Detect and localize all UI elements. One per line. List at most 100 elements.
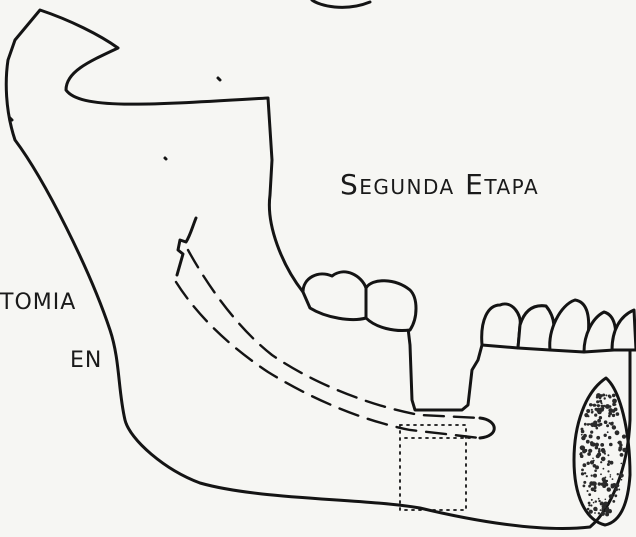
bone-stipple-dot	[594, 469, 597, 472]
bone-stipple-dot	[588, 449, 592, 453]
bone-stipple-dot	[612, 414, 615, 417]
bone-stipple-dot	[612, 425, 616, 429]
bone-stipple-dot	[584, 449, 587, 452]
mandible-outline	[6, 10, 630, 529]
bone-stipple-dot	[594, 414, 597, 417]
side-label-line-2: EN	[70, 348, 102, 373]
bone-stipple-dot	[586, 475, 588, 477]
bone-stipple-dot	[601, 402, 603, 404]
bone-stipple-dot	[593, 507, 597, 511]
bone-stipple-dot	[612, 394, 616, 398]
bone-stipple-dot	[607, 470, 609, 472]
bone-stipple-dot	[610, 474, 612, 476]
bone-stipple-dot	[600, 502, 603, 505]
bone-stipple-dot	[587, 490, 589, 492]
bone-stipple-dot	[589, 434, 593, 438]
bone-stipple-dot	[593, 464, 597, 468]
bone-stipple-dot	[598, 421, 600, 423]
bone-stipple-dot	[598, 498, 600, 500]
bone-stipple-dot	[602, 450, 606, 454]
bone-stipple-dot	[590, 431, 593, 434]
bone-stipple-dot	[609, 494, 613, 498]
bone-stipple-dot	[612, 500, 615, 503]
canal-end-cap	[480, 418, 494, 438]
bone-stipple-dot	[618, 441, 622, 445]
bone-stipple-dot	[614, 494, 617, 497]
bone-stipple-dot	[599, 416, 602, 419]
bone-stipple-dot	[598, 412, 600, 414]
bone-stipple-dot	[619, 449, 621, 451]
bone-stipple-dot	[581, 472, 584, 475]
bone-stipple-dot	[607, 454, 609, 456]
bone-stipple-dot	[622, 435, 626, 439]
bone-stipple-dot	[581, 428, 584, 431]
bone-stipple-dot	[612, 409, 616, 413]
bone-stipple-dot	[596, 393, 601, 398]
bone-stipple-dot	[596, 454, 600, 458]
bone-stipple-dot	[588, 504, 590, 506]
bone-stipple-dot	[587, 508, 590, 511]
bone-stipple-dot	[605, 499, 607, 501]
bone-stipple-dot	[602, 513, 604, 515]
bone-stipple-dot	[617, 473, 619, 475]
bone-stipple-dot	[584, 472, 586, 474]
bone-stipple-dot	[583, 481, 586, 484]
bone-stipple-dot	[598, 424, 601, 427]
bone-stipple-dot	[583, 485, 586, 488]
bone-stipple-dot	[609, 406, 611, 408]
bone-stipple-dot	[580, 454, 584, 458]
premolar-tooth-1	[482, 304, 521, 348]
bone-stipple-dot	[590, 441, 593, 444]
bone-stipple-dot	[622, 448, 626, 452]
bone-stipple-dot	[598, 482, 601, 485]
bone-stipple-dot	[588, 493, 591, 496]
bone-stipple-dot	[589, 423, 591, 425]
bone-stipple-dot	[595, 500, 597, 502]
bone-stipple-dot	[594, 512, 596, 514]
bone-stipple-dot	[596, 436, 600, 440]
stage-title: Segunda Etapa	[340, 168, 539, 201]
bone-stipple-dot	[589, 514, 591, 516]
molar-tooth-1	[303, 272, 366, 320]
bone-stipple-dot	[590, 460, 594, 464]
bone-stipple-dot	[593, 481, 595, 483]
bone-stipple-dot	[602, 484, 606, 488]
bone-stipple-dot	[587, 415, 589, 417]
bone-stipple-dot	[595, 443, 599, 447]
premolar-tooth-3	[550, 300, 589, 352]
bone-stipple-dot	[583, 463, 587, 467]
top-fragment-outline	[312, 0, 370, 7]
bone-stipple-dot	[616, 412, 620, 416]
bone-stipple-dot	[615, 483, 619, 487]
bone-stipple-dot	[591, 411, 594, 414]
bone-stipple-dot	[604, 434, 607, 437]
bone-stipple-dot	[591, 475, 593, 477]
bone-stipple-dot	[593, 474, 597, 478]
ramus-mark	[218, 78, 220, 80]
bone-stipple-dot	[610, 461, 614, 465]
bone-stipple-dot	[600, 473, 602, 475]
bone-stipple-dot	[609, 396, 612, 399]
bone-stipple-dot	[596, 408, 599, 411]
bone-stipple-dot	[591, 487, 595, 491]
bone-stipple-dot	[605, 394, 607, 396]
bone-stipple-dot	[607, 431, 609, 433]
incisor-tooth	[612, 310, 636, 350]
bone-stipple-dot	[580, 445, 585, 450]
bone-stipple-dot	[618, 489, 620, 491]
bone-stipple-dot	[595, 467, 597, 469]
bone-stipple-dot	[588, 502, 591, 505]
bone-stipple-dot	[606, 424, 609, 427]
bone-stipple-dot	[598, 512, 600, 514]
bone-stipple-dot	[586, 409, 590, 413]
bone-stipple-dot	[580, 452, 582, 454]
bone-stipple-dot	[598, 500, 600, 502]
bone-stipple-dot	[619, 473, 623, 477]
bone-stipple-dot	[600, 509, 602, 511]
molar-tooth-2	[366, 281, 416, 331]
bone-stipple-dot	[603, 468, 605, 470]
bone-stipple-dot	[588, 485, 591, 488]
bone-stipple-dot	[601, 457, 606, 462]
bone-stipple-dot	[609, 443, 613, 447]
bone-stipple-dot	[603, 405, 605, 407]
